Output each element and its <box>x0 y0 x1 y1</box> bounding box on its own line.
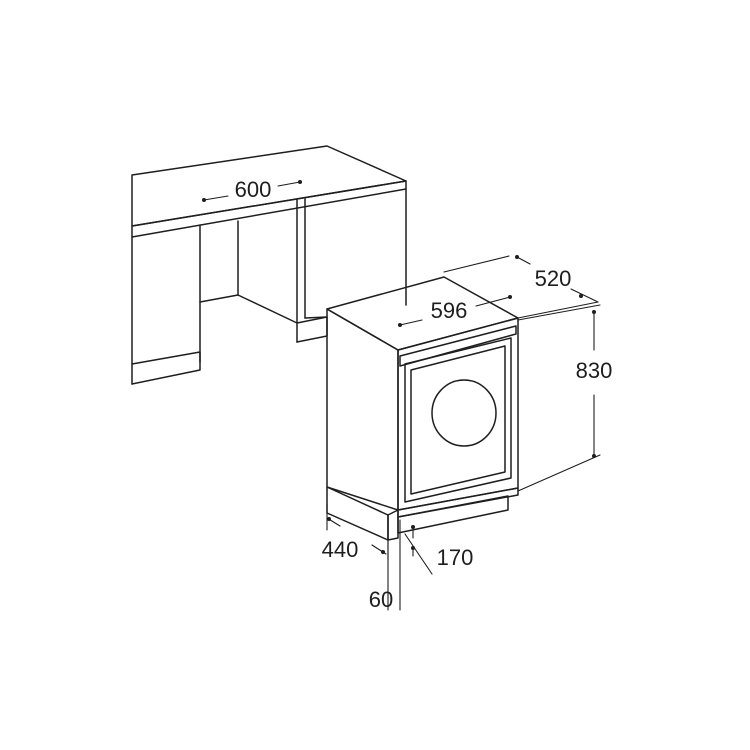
appliance-height-label: 830 <box>576 358 613 383</box>
depth-520-line-b <box>516 256 531 265</box>
depth-440-end-right <box>381 550 385 554</box>
cabinet-left-plinth <box>131 351 201 385</box>
plinth-setback-label: 60 <box>369 587 393 612</box>
height-170-end-top <box>411 525 415 529</box>
width-600-line-left <box>203 195 229 201</box>
plinth-recess <box>397 495 509 534</box>
depth-440-end-left <box>327 517 331 521</box>
height-830-end-bottom <box>592 454 596 458</box>
width-596-end-left <box>398 323 402 327</box>
cabinet-back-floor <box>199 294 298 324</box>
washing-machine <box>326 276 519 541</box>
dimension-60: 60 <box>369 519 401 612</box>
width-596-line-right <box>475 296 511 307</box>
depth-520-line-c <box>570 288 599 303</box>
height-170-end-bottom <box>411 546 415 550</box>
height-830-ext-top <box>517 304 601 321</box>
depth-520-line-d <box>517 301 599 319</box>
plinth-height-label: 170 <box>437 545 474 570</box>
height-830-end-top <box>592 310 596 314</box>
control-strip <box>399 325 517 367</box>
dimension-170: 170 <box>404 525 474 575</box>
width-596-end-right <box>508 295 512 299</box>
depth-520-line-a <box>443 255 510 273</box>
kitchen-cabinet: 600 <box>131 145 407 385</box>
machine-side <box>326 308 399 511</box>
appliance-width-label: 596 <box>431 298 468 323</box>
door-panel <box>404 337 512 503</box>
width-596-line-left <box>399 319 423 326</box>
door-panel-inner <box>410 345 506 495</box>
plinth-base <box>326 486 389 541</box>
height-170-ext <box>404 533 433 575</box>
plinth-depth-label: 440 <box>322 537 359 562</box>
plinth-front <box>387 509 399 541</box>
width-600-end-right <box>298 180 302 184</box>
appliance-depth-label: 520 <box>535 266 572 291</box>
cabinet-right-plinth <box>296 316 328 343</box>
machine-top <box>326 276 519 351</box>
height-830-ext-bottom <box>517 454 601 492</box>
dimension-596: 596 <box>398 295 512 327</box>
porthole <box>431 379 497 447</box>
depth-520-end-b <box>579 294 583 298</box>
dimension-520: 520 <box>443 255 599 319</box>
depth-520-end-a <box>515 255 519 259</box>
dimension-830: 830 <box>517 304 613 492</box>
dimension-440: 440 <box>322 503 389 562</box>
cabinet-width-label: 600 <box>235 177 272 202</box>
width-600-end-left <box>202 198 206 202</box>
width-600-line-right <box>277 181 301 187</box>
cabinet-right-base <box>304 316 328 319</box>
